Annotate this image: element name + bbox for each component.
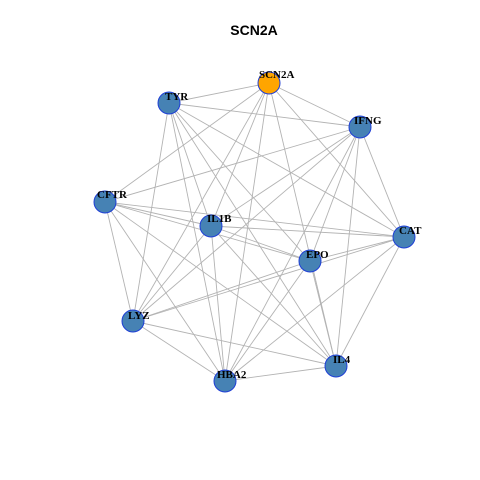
node-label-il1b: IL1B	[207, 213, 232, 225]
node-label-il4: IL4	[333, 354, 351, 366]
edge-ifng-il1b	[210, 126, 361, 227]
edge-ifng-il4	[335, 126, 361, 367]
node-label-lyz: LYZ	[128, 310, 150, 322]
node-cftr	[93, 190, 117, 214]
edge-il1b-epo	[210, 225, 311, 262]
edge-cat-lyz	[132, 236, 405, 322]
edge-il1b-lyz	[132, 225, 212, 322]
edge-cat-epo	[309, 236, 405, 262]
edge-tyr-il1b	[168, 102, 212, 227]
node-tyr	[157, 91, 181, 115]
node-label-hba2: HBA2	[217, 369, 247, 381]
edge-ifng-lyz	[132, 126, 361, 322]
edge-ifng-hba2	[224, 126, 361, 382]
edge-ifng-cftr	[104, 126, 361, 203]
edge-cftr-lyz	[104, 201, 134, 322]
node-hba2	[213, 369, 237, 393]
node-epo	[298, 249, 322, 273]
node-cat	[392, 225, 416, 249]
edge-cat-hba2	[224, 236, 405, 382]
edge-tyr-hba2	[168, 102, 226, 382]
node-ifng	[348, 115, 372, 139]
node-il1b	[199, 214, 223, 238]
edge-tyr-cat	[168, 102, 405, 238]
edge-scn2a-cftr	[104, 82, 270, 203]
edge-scn2a-il1b	[210, 82, 270, 227]
edge-cftr-il4	[104, 201, 337, 367]
edge-tyr-il4	[168, 102, 337, 367]
edge-epo-hba2	[224, 260, 311, 382]
edge-il1b-hba2	[210, 225, 226, 382]
node-label-cat: CAT	[399, 225, 422, 237]
node-il4	[324, 354, 348, 378]
edge-scn2a-hba2	[224, 82, 270, 382]
graph-title: SCN2A	[230, 22, 277, 38]
edge-lyz-il4	[132, 320, 337, 367]
edge-cftr-il1b	[104, 201, 212, 227]
node-label-scn2a: SCN2A	[259, 69, 295, 81]
edge-cftr-hba2	[104, 201, 226, 382]
node-label-tyr: TYR	[165, 91, 189, 103]
edge-scn2a-lyz	[132, 82, 270, 322]
node-lyz	[121, 309, 145, 333]
node-scn2a	[257, 71, 281, 95]
edge-scn2a-ifng	[268, 82, 361, 128]
edge-cftr-cat	[104, 201, 405, 238]
node-layer	[93, 71, 416, 393]
edge-lyz-hba2	[132, 320, 226, 382]
edge-il1b-il4	[210, 225, 337, 367]
edge-epo-lyz	[132, 260, 311, 322]
edge-il1b-cat	[210, 225, 405, 238]
node-label-ifng: IFNG	[354, 115, 382, 127]
edge-layer	[104, 82, 405, 382]
edge-scn2a-il4	[268, 82, 337, 367]
edge-epo-il4	[309, 260, 337, 367]
edge-ifng-cat	[359, 126, 405, 238]
edge-scn2a-cat	[268, 82, 405, 238]
edge-tyr-epo	[168, 102, 311, 262]
node-label-cftr: CFTR	[97, 189, 128, 201]
edge-cat-il4	[335, 236, 405, 367]
node-label-epo: EPO	[306, 249, 329, 261]
edge-ifng-epo	[309, 126, 361, 262]
edge-hba2-il4	[224, 365, 337, 382]
edge-scn2a-tyr	[168, 82, 270, 104]
edge-tyr-ifng	[168, 102, 361, 128]
